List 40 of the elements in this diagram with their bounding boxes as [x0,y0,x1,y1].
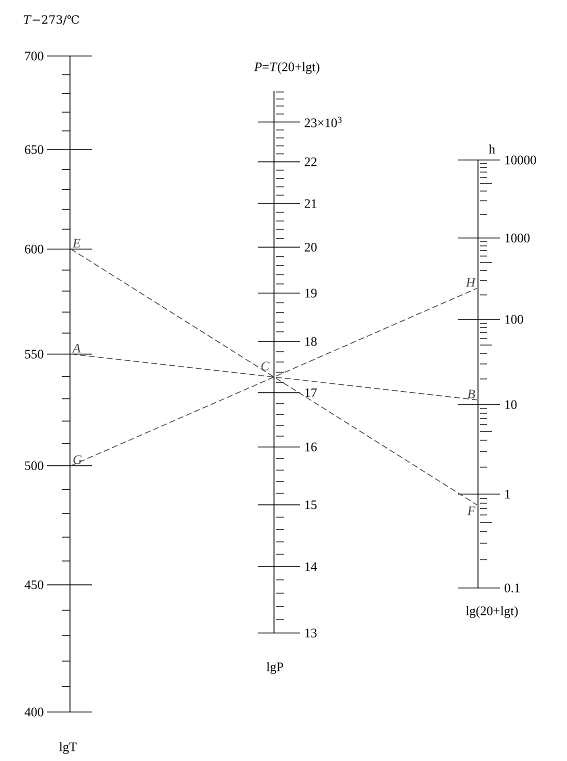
tick-label: 600 [24,244,44,254]
axis-title: h [488,144,496,154]
tick-label: 500 [25,461,44,470]
tick-label: 14 [305,562,317,571]
axis-title: lgP [266,662,284,674]
tick-label: 650 [24,145,44,154]
tick-label: 100 [505,315,524,324]
tick-label: 23×10$^{3}$ [304,116,342,128]
tick-label: 10 [505,400,517,409]
tick-label: 10000 [505,156,536,164]
tick-label: 18 [305,337,317,346]
point-label: H [466,278,476,287]
construction-line [70,288,478,466]
tick-label: 0.1 [504,584,520,592]
tick-label: 17 [305,388,317,397]
axis-title: lg(20+lgt) [466,606,518,618]
point-label: C [261,362,270,370]
point-label: G [73,455,82,464]
axis-title: T−273/℃ [24,15,79,25]
tick-label: 400 [24,708,44,716]
point-label: F [467,506,476,516]
tick-label: 700 [25,52,44,60]
tick-label: 13 [305,628,317,638]
tick-label: 1 [505,490,510,498]
construction-line [70,354,478,400]
tick-label: 1000 [505,234,530,242]
tick-label: 20 [304,242,317,252]
tick-label: 450 [24,580,44,590]
construction-line [70,248,478,506]
point-label: E [72,238,80,248]
tick-label: 22 [304,158,316,166]
tick-label: 16 [305,442,317,452]
axis-title: lgT [59,742,77,754]
tick-label: 19 [305,288,317,298]
tick-label: 21 [304,199,316,208]
tick-label: 15 [305,500,317,510]
point-label: B [468,390,476,398]
tick-label: 550 [25,350,44,358]
point-label: A [72,344,81,352]
axis-title: P=T(20+lgt) [254,62,320,74]
